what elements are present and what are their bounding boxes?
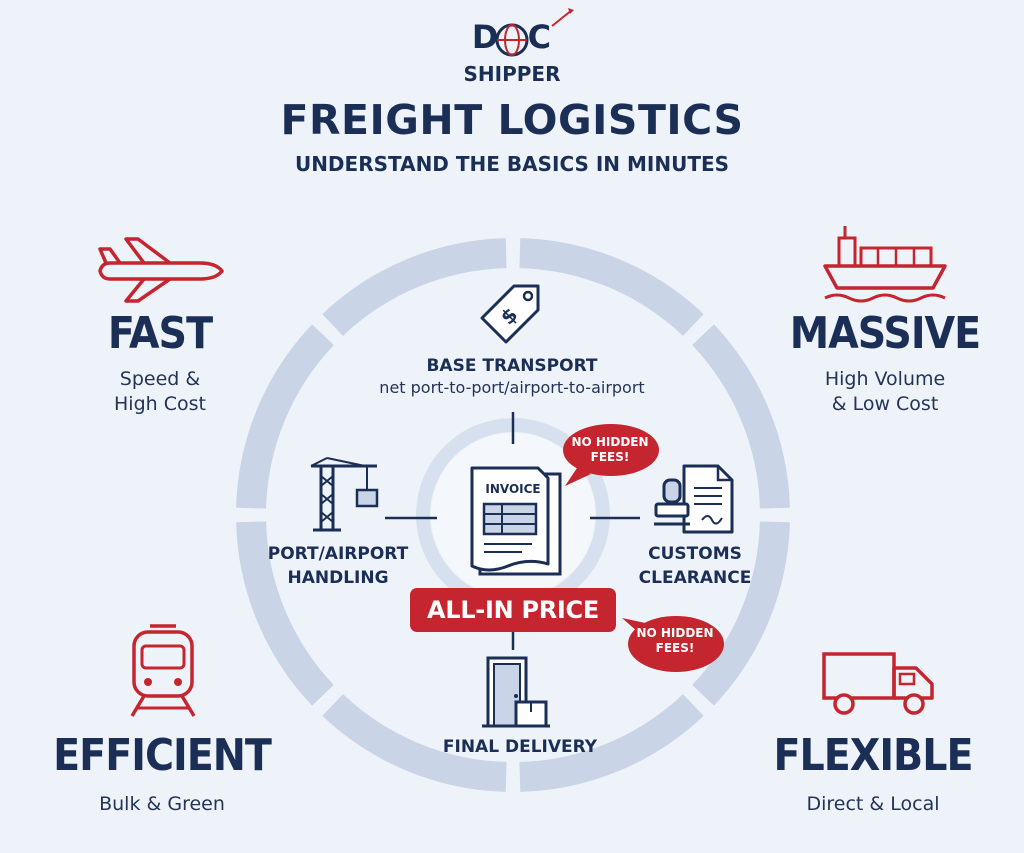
base-transport-title: BASE TRANSPORT bbox=[426, 356, 598, 376]
stamp-document-icon bbox=[654, 464, 734, 534]
page-title: FREIGHT LOGISTICS bbox=[280, 96, 744, 144]
bubble1-line1: NO HIDDEN bbox=[571, 435, 649, 449]
ring-segment bbox=[692, 521, 790, 706]
massive-line1: High Volume bbox=[824, 368, 946, 390]
final-delivery-label: FINAL DELIVERY bbox=[442, 737, 598, 757]
speech-bubble-bottom bbox=[622, 616, 724, 672]
bubble2-line2: FEES! bbox=[655, 641, 695, 655]
port-handling-line2: HANDLING bbox=[287, 568, 389, 588]
globe-icon bbox=[495, 23, 529, 57]
cargo-ship-icon bbox=[823, 226, 947, 303]
ring-segment bbox=[236, 324, 334, 509]
bubble1-line2: FEES! bbox=[590, 450, 630, 464]
bubble2-line1: NO HIDDEN bbox=[636, 626, 714, 640]
crane-icon bbox=[310, 457, 379, 532]
fast-description: Speed & High Cost bbox=[60, 367, 260, 417]
massive-line2: & Low Cost bbox=[831, 393, 939, 415]
ring-segment bbox=[322, 238, 507, 336]
door-box-icon bbox=[482, 656, 550, 728]
base-transport-subtitle: net port-to-port/airport-to-airport bbox=[379, 378, 645, 397]
customs-clearance-label: CUSTOMS CLEARANCE bbox=[620, 542, 770, 590]
outer-ring bbox=[236, 238, 790, 792]
ring-segment bbox=[692, 324, 790, 509]
customs-line2: CLEARANCE bbox=[638, 568, 752, 588]
invoice-label: INVOICE bbox=[485, 482, 541, 496]
speech-bubble-top bbox=[563, 424, 659, 486]
all-in-price-badge: ALL-IN PRICE bbox=[410, 588, 616, 632]
port-handling-line1: PORT/AIRPORT bbox=[267, 544, 409, 564]
ring-segment bbox=[519, 238, 704, 336]
efficient-title: EFFICIENT bbox=[53, 730, 272, 781]
massive-description: High Volume & Low Cost bbox=[770, 367, 1000, 417]
flexible-title: FLEXIBLE bbox=[773, 730, 973, 781]
logo-plane-icon bbox=[551, 8, 574, 27]
massive-title: MASSIVE bbox=[789, 308, 981, 359]
no-hidden-fees-text-1: NO HIDDEN FEES! bbox=[560, 435, 660, 465]
docshipper-logo: DOC SHIPPER bbox=[440, 8, 584, 98]
train-icon bbox=[130, 624, 196, 717]
no-hidden-fees-text-2: NO HIDDEN FEES! bbox=[625, 626, 725, 656]
customs-line1: CUSTOMS bbox=[648, 544, 742, 564]
ring-segment bbox=[236, 521, 334, 706]
efficient-description: Bulk & Green bbox=[99, 793, 225, 815]
port-handling-label: PORT/AIRPORT HANDLING bbox=[258, 542, 418, 590]
page-subtitle: UNDERSTAND THE BASICS IN MINUTES bbox=[294, 152, 730, 176]
fast-title: FAST bbox=[107, 308, 213, 359]
fast-line2: High Cost bbox=[114, 393, 206, 415]
airplane-icon bbox=[98, 237, 224, 303]
truck-icon bbox=[822, 652, 934, 715]
flexible-description: Direct & Local bbox=[806, 793, 940, 815]
ring-segment bbox=[322, 694, 507, 792]
ring-segment bbox=[519, 694, 704, 792]
price-tag-icon: $ bbox=[480, 284, 540, 344]
fast-line1: Speed & bbox=[119, 368, 201, 390]
invoice-icon bbox=[470, 466, 562, 576]
logo-bottom-text: SHIPPER bbox=[463, 62, 561, 86]
